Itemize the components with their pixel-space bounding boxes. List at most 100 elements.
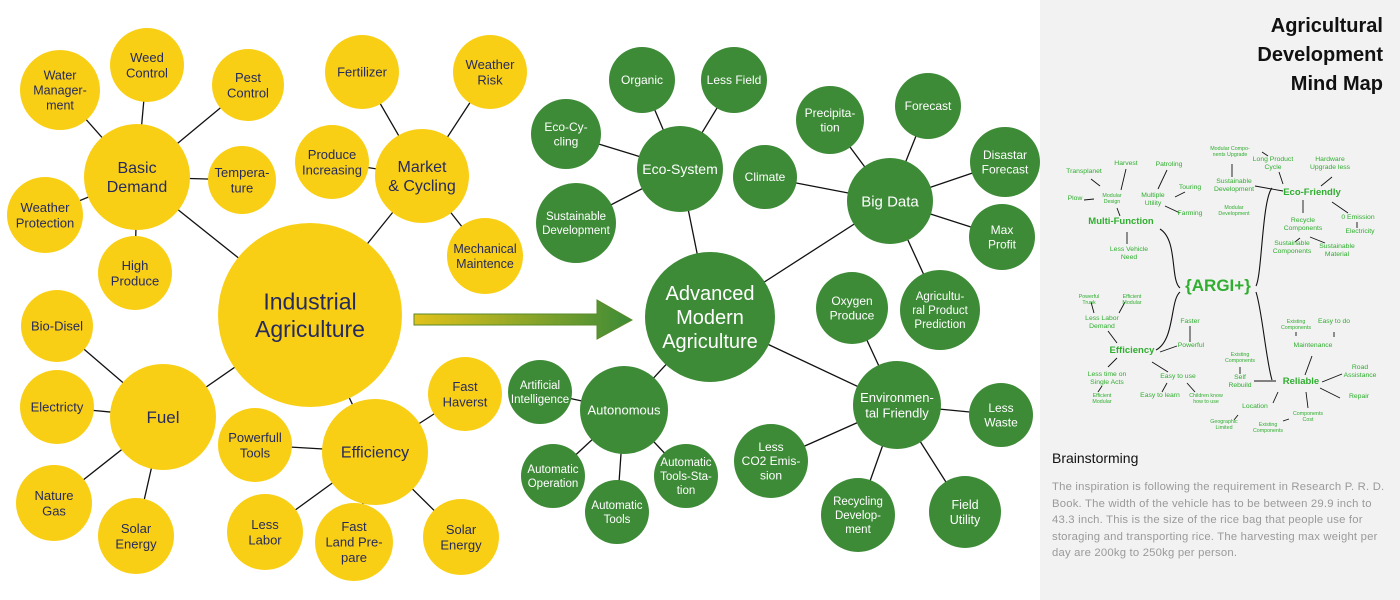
mind-map-line: [1161, 382, 1168, 393]
mind-map-line: [1174, 191, 1186, 198]
mind-map-label-effic: Efficiency: [1110, 345, 1156, 356]
node-label: Modern: [676, 307, 744, 329]
mind-map-line: [1272, 391, 1279, 404]
node-label: Fast: [341, 519, 367, 534]
node-label: Automatic: [527, 464, 578, 476]
node-label: Fuel: [146, 408, 179, 427]
mind-map-label-ptrunk: Trunk: [1082, 300, 1096, 306]
node-label: Big Data: [861, 193, 919, 210]
node-label: Development: [542, 225, 611, 237]
mind-map-label-plow: Plow: [1068, 195, 1083, 202]
mind-map-line: [1151, 361, 1169, 373]
node-label: High: [122, 258, 149, 273]
node-label: Produce: [308, 147, 356, 162]
mind-map-line: [1159, 345, 1178, 353]
mind-map-line: [1107, 330, 1118, 344]
node-circle: [970, 127, 1040, 197]
node-circle: [227, 494, 303, 570]
mind-map-label-reli: Reliable: [1283, 376, 1319, 387]
mind-map-line: [1278, 171, 1284, 185]
node-label: Increasing: [302, 162, 362, 177]
mind-map-label-sdev: Development: [1214, 186, 1254, 193]
panel-title: Agricultural Development Mind Map: [1257, 12, 1383, 99]
node-forecast: Forecast: [895, 73, 961, 139]
mind-map-label-harv: Harvest: [1114, 160, 1138, 167]
node-big: Big Data: [847, 158, 933, 244]
node-label: Solar: [446, 522, 477, 537]
node-label: Energy: [440, 537, 482, 552]
mind-map-label-emod2: Efficient: [1093, 393, 1112, 399]
node-circle: [98, 236, 172, 310]
mind-map-label-patr: Patroling: [1156, 161, 1183, 168]
node-label: Market: [398, 159, 447, 176]
mind-map-label-mdev: Modular: [1224, 205, 1243, 211]
node-label: sion: [760, 469, 782, 483]
node-circle: [218, 408, 292, 482]
node-label: Artificial: [520, 380, 560, 392]
node-label: Demand: [107, 179, 167, 196]
node-label: Energy: [115, 536, 157, 551]
node-label: Manager-: [33, 83, 87, 97]
node-label: Precipita-: [805, 106, 856, 120]
node-label: Efficiency: [341, 445, 409, 462]
mind-map-label-mdes: Modular: [1102, 193, 1121, 199]
node-label: Weather: [21, 200, 71, 215]
mind-map-label-lvn: Need: [1121, 254, 1137, 261]
mind-map-label-exc3: Components: [1253, 428, 1283, 434]
node-market: Market & Cycling: [375, 129, 469, 223]
node-label: Tempera-: [215, 165, 270, 180]
title-line: Agricultural: [1270, 15, 1383, 37]
mind-map-label-smat: Material: [1325, 251, 1350, 258]
mind-map-label-lpc: Cycle: [1265, 164, 1282, 171]
node-circle: [322, 399, 428, 505]
mind-map-label-tour: Touring: [1179, 184, 1202, 191]
mind-map-label-easydo: Easy to do: [1318, 318, 1350, 325]
mind-map-line: [1309, 236, 1326, 244]
node-circle: [895, 73, 961, 139]
mind-map-label-child: how to use: [1193, 399, 1219, 405]
node-label: Field: [951, 498, 978, 512]
node-label: Climate: [745, 170, 786, 184]
node-label: Risk: [477, 72, 503, 87]
node-precip: Precipita-tion: [796, 86, 864, 154]
mind-map-label-emod2: Modular: [1092, 399, 1111, 405]
node-circle: [447, 218, 523, 294]
mind-map-label-ecof: Eco-Friendly: [1283, 187, 1341, 198]
mind-map-label-hul: Hardware: [1315, 156, 1345, 163]
node-label: & Cycling: [388, 178, 456, 195]
mind-map-line: [1320, 176, 1333, 187]
node-label: Fertilizer: [337, 65, 388, 80]
node-label: Protection: [16, 215, 75, 230]
node-label: tion: [677, 485, 696, 497]
left-brace-bottom: [1155, 291, 1181, 351]
mind-map-label-geo: Geographic: [1210, 419, 1238, 425]
node-label: Autonomous: [588, 403, 661, 418]
node-label: Intelligence: [511, 394, 569, 406]
node-label: ment: [46, 98, 74, 112]
node-circle: [16, 465, 92, 541]
node-label: Fast: [452, 379, 478, 394]
transition-arrow: [413, 299, 634, 340]
mind-map-line: [1107, 357, 1118, 368]
mind-map-line: [1294, 237, 1301, 243]
node-circle: [531, 99, 601, 169]
node-label: Agricultu-: [916, 291, 965, 303]
mind-map-label-lpc: Long Product: [1253, 156, 1294, 163]
node-label: cling: [554, 134, 579, 148]
node-circle: [900, 270, 980, 350]
